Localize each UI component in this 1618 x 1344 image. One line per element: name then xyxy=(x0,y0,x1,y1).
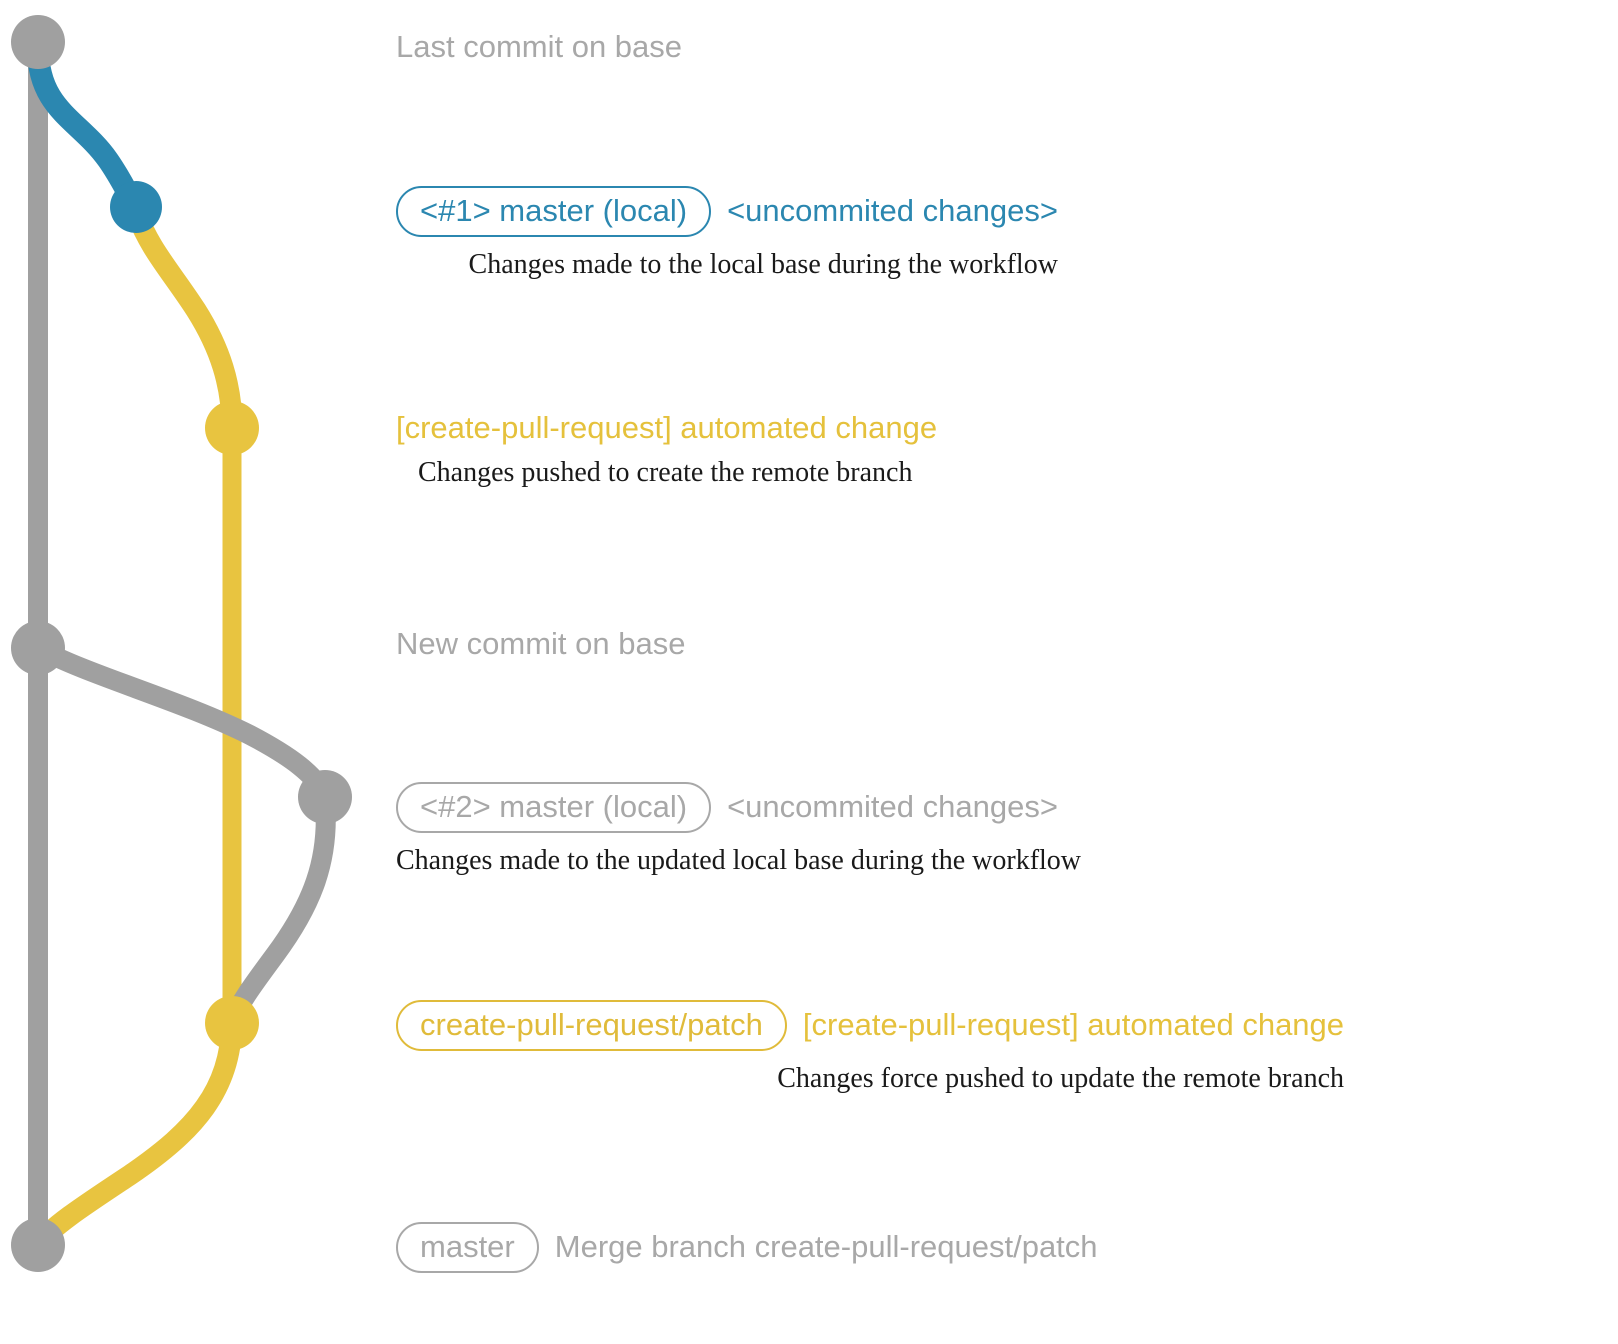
commit-node-local-master-2[interactable] xyxy=(298,770,352,824)
description-local-master-1: Changes made to the local base during th… xyxy=(468,249,1058,280)
badge-local-master-2[interactable]: <#2> master (local) xyxy=(396,782,712,833)
badge-local-master-1[interactable]: <#1> master (local) xyxy=(396,186,712,237)
annotation-patch-branch: create-pull-request/patch [create-pull-r… xyxy=(396,1000,1344,1095)
commit-node-automated-change-1[interactable] xyxy=(205,401,259,455)
edge-base2-to-local2 xyxy=(28,638,335,805)
badge-master-merge[interactable]: master xyxy=(396,1222,539,1273)
annotation-automated-change-1: [create-pull-request] automated change C… xyxy=(396,410,938,489)
headline-patch-branch: [create-pull-request] automated change xyxy=(802,1007,1345,1043)
badge-patch-branch[interactable]: create-pull-request/patch xyxy=(396,1000,787,1051)
annotation-local-master-2: <#2> master (local) <uncommited changes>… xyxy=(396,782,1081,877)
headline-new-commit-on-base: New commit on base xyxy=(396,626,686,661)
annotation-master-merge: master Merge branch create-pull-request/… xyxy=(396,1222,1098,1273)
annotation-last-commit-on-base: Last commit on base xyxy=(396,29,683,64)
headline-automated-change-1: [create-pull-request] automated change xyxy=(396,410,938,445)
git-graph xyxy=(11,15,352,1272)
description-patch-branch: Changes force pushed to update the remot… xyxy=(777,1063,1345,1094)
commit-node-new-commit-on-base[interactable] xyxy=(11,621,65,675)
commit-node-patch-branch[interactable] xyxy=(205,996,259,1050)
commit-node-last-commit-on-base[interactable] xyxy=(11,15,65,69)
headline-last-commit-on-base: Last commit on base xyxy=(396,29,683,64)
headline-master-merge: Merge branch create-pull-request/patch xyxy=(554,1229,1098,1265)
headline-local-master-2: <uncommited changes> xyxy=(727,789,1058,825)
edge-local1-to-patch1 xyxy=(125,201,243,439)
edge-patch2-to-merge xyxy=(27,1012,243,1256)
description-local-master-2: Changes made to the updated local base d… xyxy=(396,845,1082,876)
annotation-local-master-1: <#1> master (local) <uncommited changes>… xyxy=(396,186,1058,281)
commit-node-local-master-1[interactable] xyxy=(110,181,162,233)
headline-local-master-1: <uncommited changes> xyxy=(727,193,1058,229)
annotation-new-commit-on-base: New commit on base xyxy=(396,626,686,661)
description-automated-change-1: Changes pushed to create the remote bran… xyxy=(418,456,913,488)
commit-node-master-merge[interactable] xyxy=(11,1218,65,1272)
